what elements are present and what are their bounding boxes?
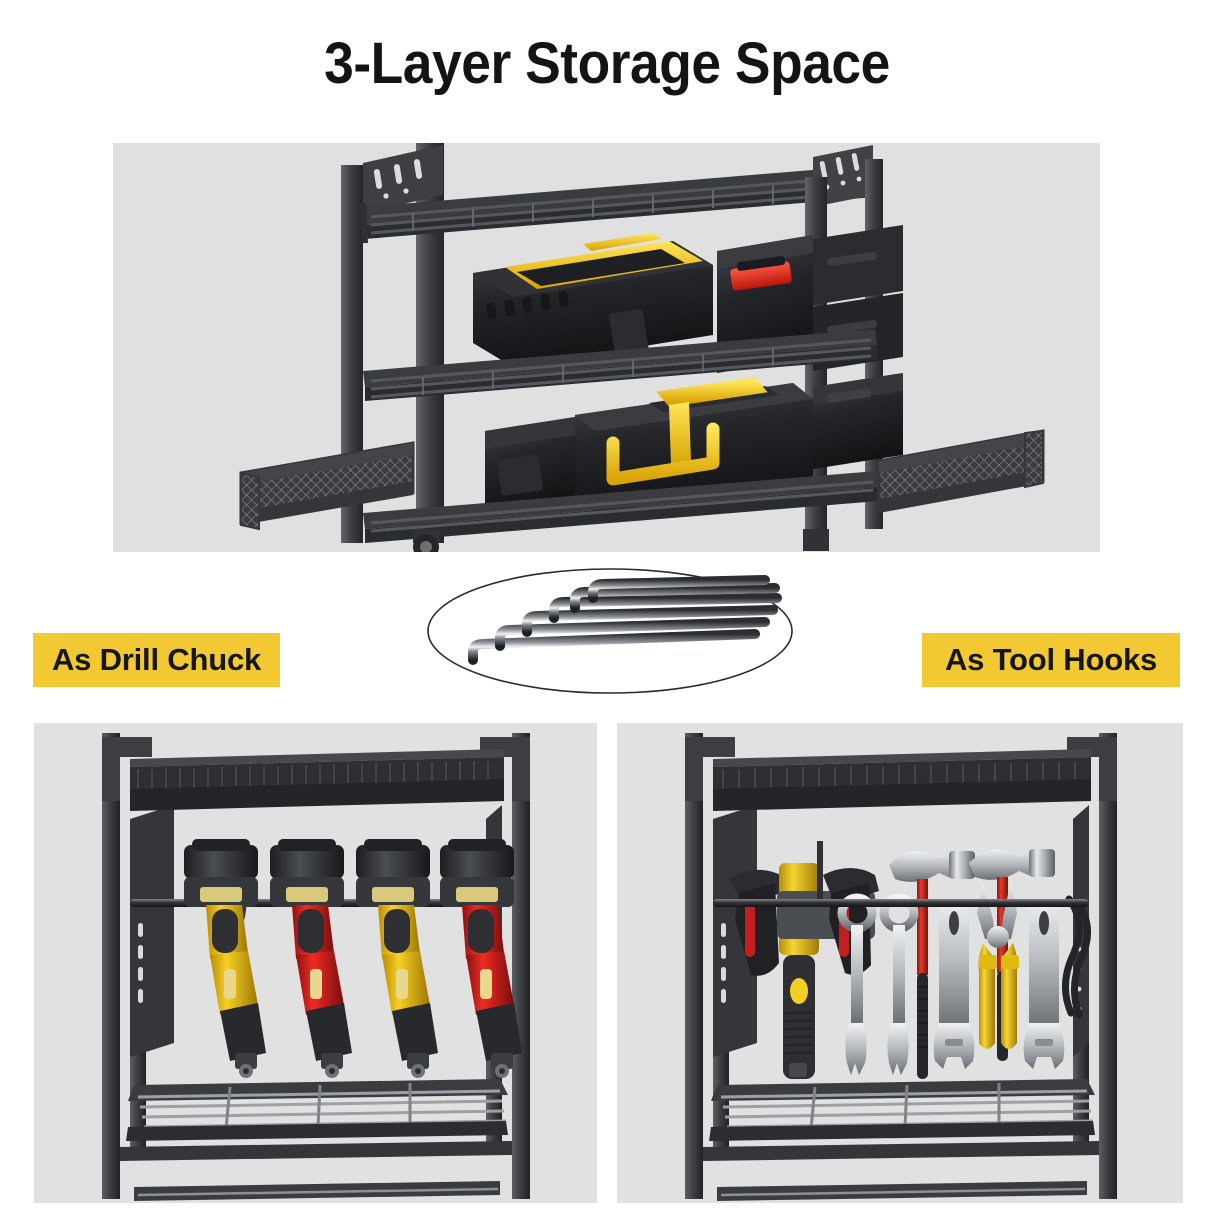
caster-wheel [413, 529, 439, 552]
tool-adjustable-wrench-2 [1023, 899, 1065, 1069]
tool-hammer-1 [889, 851, 975, 1079]
rack-illustration-tools [685, 733, 1117, 1201]
hook-rods-illustration [425, 566, 795, 696]
drill-2 [270, 839, 352, 1078]
toolbox-black-left [485, 417, 575, 513]
badge-right-label: As Tool Hooks [944, 642, 1158, 677]
panel-tool-hooks-photo [617, 723, 1183, 1203]
badge-left-label: As Drill Chuck [51, 642, 262, 677]
tool-hanging-rod [713, 899, 1089, 907]
hero-product-photo [113, 143, 1100, 552]
hero-alt-text: 3-layer rolling tool rack photo [0, 0, 1, 1]
side-basket-right [877, 429, 1045, 513]
hooks-alt-text: L-shaped hook rods in ellipse [0, 0, 1, 1]
badge-as-drill-chuck: As Drill Chuck [33, 633, 280, 687]
tool-wrench-combo-2 [879, 893, 919, 1075]
tool-wrench-combo-1 [837, 893, 877, 1075]
rack-illustration-hero [239, 143, 1045, 552]
drill-1 [184, 839, 266, 1078]
tool-adjustable-wrench-1 [933, 899, 975, 1069]
tool-pliers-yellow [977, 881, 1019, 1049]
panel-hooks-alt-text: tool hooks usage photo [0, 0, 1, 1]
panel-drill-alt-text: drill chuck usage photo [0, 0, 1, 1]
side-basket-left [239, 441, 415, 531]
badge-as-tool-hooks: As Tool Hooks [922, 633, 1180, 687]
page-title: 3-Layer Storage Space [324, 31, 890, 96]
toolcase-yellow [473, 233, 713, 367]
panel-drill-chuck-photo [34, 723, 597, 1203]
tool-coiled-cable [1062, 895, 1091, 1019]
drill-4 [440, 839, 522, 1078]
drill-3 [356, 839, 438, 1078]
toolbox-black-right [813, 373, 903, 469]
rack-illustration-drills [102, 733, 530, 1201]
